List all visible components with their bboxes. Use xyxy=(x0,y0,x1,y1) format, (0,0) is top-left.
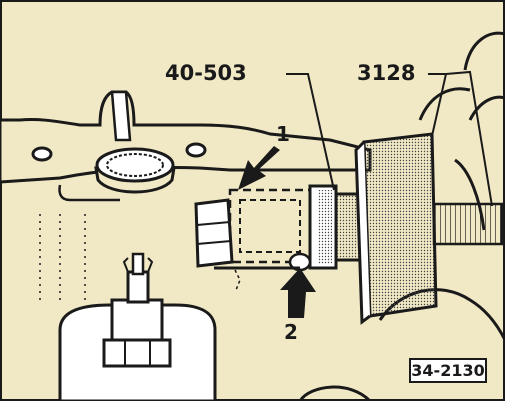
sender-unit-connector xyxy=(122,257,154,273)
label-tool-3128: 3128 xyxy=(357,61,416,85)
bolt-hole-mid xyxy=(185,142,207,158)
casting-recess-line xyxy=(58,184,120,202)
leader-40-503 xyxy=(286,73,335,191)
sender-unit-stem xyxy=(126,270,150,304)
tool-hex-nut xyxy=(194,198,234,268)
sender-unit-hex xyxy=(102,338,172,368)
tool-hex-nut-edge xyxy=(196,221,231,226)
figure-reference-number: 34-2130 xyxy=(409,358,487,383)
sender-unit-body xyxy=(110,298,164,342)
tool-3128-spindle xyxy=(432,202,504,246)
tool-40-503-inner-dashed xyxy=(239,199,301,253)
tool-hex-nut-edge-2 xyxy=(196,240,232,245)
tool-3128-block-side xyxy=(354,140,371,325)
casting-fin xyxy=(110,90,132,142)
label-tool-40-503: 40-503 xyxy=(165,61,247,85)
tool-40-503-collar-shade xyxy=(318,190,332,264)
sender-unit-terminal xyxy=(131,252,145,276)
housing-outline-bottom xyxy=(298,385,372,401)
label-callout-2: 2 xyxy=(284,320,298,344)
arrow-2 xyxy=(280,268,316,318)
arrow-1 xyxy=(238,146,280,190)
leader-3128-b xyxy=(445,70,493,207)
tool-3128-block xyxy=(362,132,438,318)
dashed-hint-left xyxy=(234,269,241,291)
label-callout-1: 1 xyxy=(276,122,290,146)
threaded-port-inner xyxy=(106,153,164,177)
bolt-hole-left xyxy=(31,146,53,162)
